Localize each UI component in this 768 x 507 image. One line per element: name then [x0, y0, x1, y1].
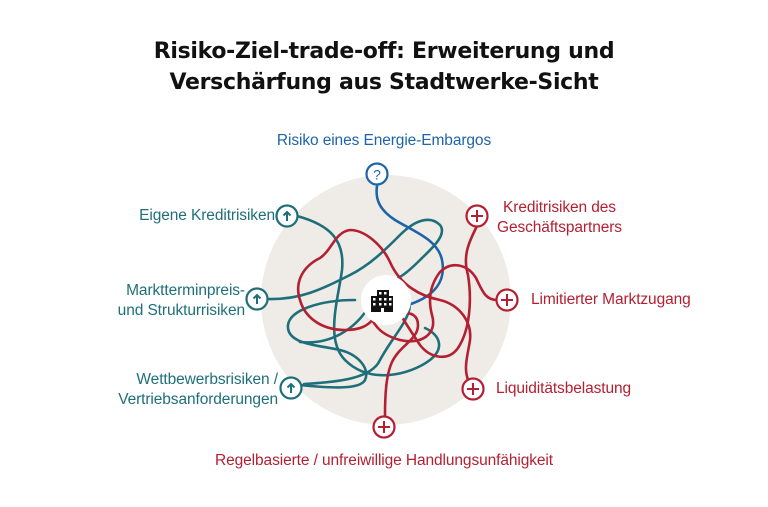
blue-path-embargo [375, 184, 445, 307]
red-path-access [370, 263, 499, 343]
label-line: Limitierter Marktzugang [531, 291, 691, 308]
label-line: Vertriebsanforderungen [118, 391, 278, 408]
red-path-partner [396, 224, 479, 358]
up-marker-credit [275, 204, 299, 228]
svg-text:?: ? [373, 167, 381, 183]
up-marker-competition [279, 376, 303, 400]
plus-marker-partner [465, 204, 489, 228]
label-inability-to-act: Regelbasierte / unfreiwillige Handlungsu… [215, 452, 553, 469]
label-line: Wettbewerbsrisiken / [136, 371, 278, 388]
label-market-price-risk: Marktterminpreis- und Strukturrisiken [40, 281, 245, 321]
label-partner-credit-risk: Kreditrisiken des Geschäftspartners [497, 198, 622, 238]
question-marker-embargo: ? [365, 162, 389, 186]
label-line: Liquiditätsbelastung [496, 380, 632, 397]
teal-path-market-2 [286, 298, 368, 389]
label-line: Geschäftspartners [497, 219, 622, 236]
plus-marker-liquidity [461, 377, 485, 401]
title-line-1: Risiko-Ziel-trade-off: Erweiterung und [153, 39, 615, 64]
label-competition-risk: Wettbewerbsrisiken / Vertriebsanforderun… [40, 370, 278, 410]
label-own-credit-risk: Eigene Kreditrisiken [60, 206, 275, 226]
label-line: Eigene Kreditrisiken [139, 207, 275, 224]
up-marker-market [245, 287, 269, 311]
plus-marker-handlung [372, 415, 396, 439]
label-energy-embargo: Risiko eines Energie-Embargos [276, 132, 492, 149]
label-liquidity-burden: Liquiditätsbelastung [496, 379, 631, 399]
red-path-liquidity [296, 228, 472, 386]
label-line: und Strukturrisiken [117, 302, 245, 319]
teal-path-market [265, 218, 444, 301]
building-icon [371, 290, 393, 312]
title-line-2: Verschärfung aus Stadtwerke-Sicht [169, 70, 599, 95]
label-line: Marktterminpreis- [126, 282, 245, 299]
red-path-handlung [383, 312, 420, 418]
diagram-title: Risiko-Ziel-trade-off: Erweiterung und V… [0, 36, 768, 98]
label-line: Kreditrisiken des [503, 199, 616, 216]
plus-marker-access [495, 288, 519, 312]
label-limited-market-access: Limitierter Marktzugang [531, 290, 691, 310]
